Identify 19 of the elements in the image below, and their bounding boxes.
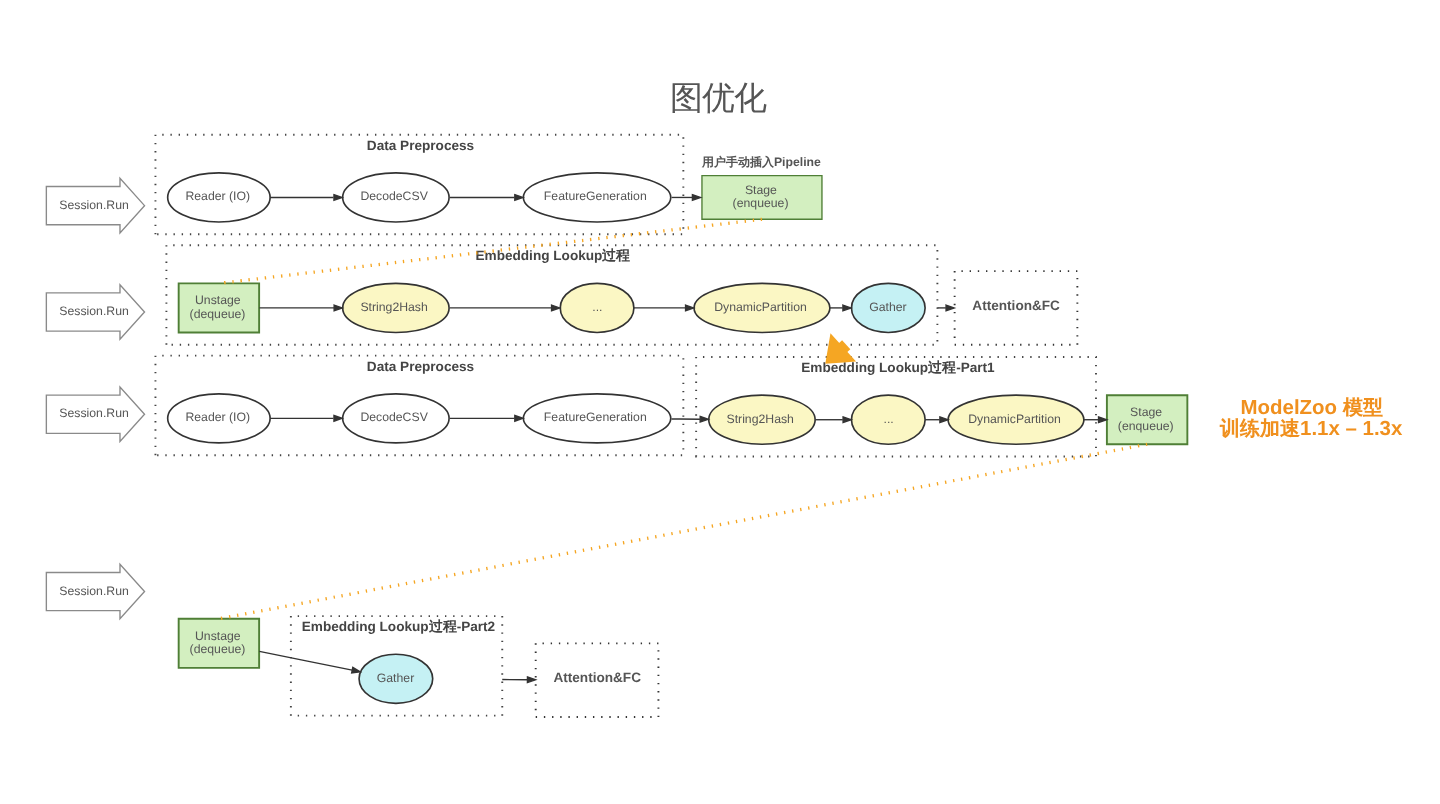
arrow [829, 304, 854, 312]
arrow [269, 414, 345, 423]
arrow [449, 414, 526, 423]
arrow [449, 193, 526, 202]
diagram-title: 图优化 [670, 81, 767, 118]
arrow [936, 304, 957, 312]
arrow [449, 304, 562, 312]
arrow [258, 304, 345, 312]
arrow [633, 304, 696, 312]
arrow [825, 333, 857, 364]
arrow [269, 193, 345, 202]
arrow [258, 650, 363, 674]
arrow [815, 415, 854, 424]
label: ModelZoo 模型训练加速1.1x – 1.3x [1220, 398, 1403, 441]
arrow [670, 415, 711, 424]
arrow [501, 675, 538, 684]
arrow [670, 193, 703, 202]
connector [218, 442, 1148, 621]
connector [218, 217, 763, 285]
